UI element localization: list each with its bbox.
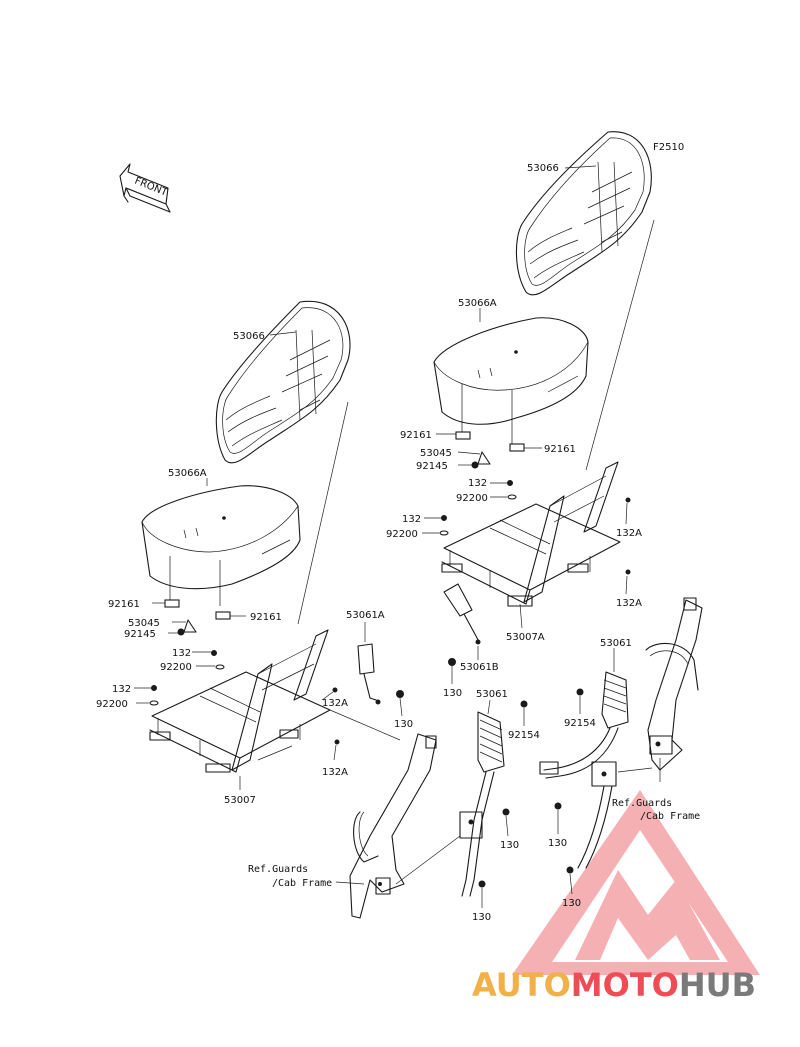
label-right-washer-upper: 92200 — [456, 493, 488, 504]
label-center-bolt-right: 130 — [443, 688, 462, 699]
label-left-ref-guards: Ref.Guards — [248, 864, 308, 875]
label-left-screw-lower: 132A — [322, 767, 348, 778]
watermark-logo — [512, 790, 760, 975]
right-seat-assembly: 53066 53066A 92161 92161 53045 92145 132… — [386, 131, 655, 643]
center-buckles: 53061A 130 53061B 130 — [346, 583, 499, 730]
label-right-belt-nut: 92154 — [564, 718, 596, 729]
label-left-washer-upper: 92200 — [160, 662, 192, 673]
label-right-belt-bolt-low: 130 — [562, 898, 581, 909]
label-left-bracket-right: 92161 — [250, 612, 282, 623]
left-seat-cushion — [141, 485, 301, 606]
label-left-belt-bolt-low: 130 — [472, 912, 491, 923]
watermark-text: AUTOMOTOHUB — [472, 966, 756, 1004]
front-arrow-label: FRONT — [133, 176, 170, 199]
label-right-seat-back: 53066 — [527, 163, 559, 174]
label-right-screw-upper: 132A — [616, 528, 642, 539]
right-seat-cushion — [433, 317, 589, 444]
figure-code: F2510 — [653, 142, 684, 153]
label-right-washer-lower: 92200 — [386, 529, 418, 540]
svg-text:AUTOMOTOHUB: AUTOMOTOHUB — [472, 966, 756, 1004]
right-seat-back — [515, 131, 652, 296]
label-right-ref-cab-frame: /Cab Frame — [640, 811, 700, 822]
label-right-belt-bolt-mid: 130 — [548, 838, 567, 849]
label-right-bolt-upper: 132 — [468, 478, 487, 489]
label-left-seat-back: 53066 — [233, 331, 265, 342]
label-center-buckle-left: 53061A — [346, 610, 385, 621]
label-left-retractor: 53061 — [476, 689, 508, 700]
label-left-bracket-left: 92161 — [108, 599, 140, 610]
label-left-washer-lower: 92200 — [96, 699, 128, 710]
label-left-ref-cab-frame: /Cab Frame — [272, 878, 332, 889]
label-left-frame: 53007 — [224, 795, 256, 806]
label-left-seat-cushion: 53066A — [168, 468, 207, 479]
right-seat-frame — [441, 461, 621, 607]
label-right-screw-lower: 132A — [616, 598, 642, 609]
left-seat-assembly: 53066 53066A 92161 92161 53045 92145 132… — [96, 300, 401, 806]
label-center-buckle-right: 53061B — [460, 662, 499, 673]
front-arrow: FRONT — [119, 163, 171, 213]
label-right-latch: 53045 — [420, 448, 452, 459]
label-right-frame: 53007A — [506, 632, 545, 643]
label-left-latch: 53045 — [128, 618, 160, 629]
label-left-spring: 92145 — [124, 629, 156, 640]
watermark-hub: HUB — [679, 966, 756, 1004]
watermark-auto: AUTO — [472, 966, 571, 1004]
label-left-belt-bolt-mid: 130 — [500, 840, 519, 851]
right-belt-assembly: 53061 92154 130 130 Ref.Guards /Cab Fram… — [539, 597, 703, 909]
label-right-retractor: 53061 — [600, 638, 632, 649]
label-left-screw-upper: 132A — [322, 698, 348, 709]
label-right-spring: 92145 — [416, 461, 448, 472]
left-seat-back — [215, 300, 351, 464]
label-left-bolt-upper: 132 — [172, 648, 191, 659]
label-left-bolt-lower: 132 — [112, 684, 131, 695]
label-right-ref-guards: Ref.Guards — [612, 798, 672, 809]
left-belt-assembly: 53061 92154 130 130 Ref.Guards /Cab Fram… — [248, 689, 540, 923]
label-right-bolt-lower: 132 — [402, 514, 421, 525]
label-center-bolt-left: 130 — [394, 719, 413, 730]
watermark-moto: MOTO — [571, 966, 679, 1004]
label-left-belt-nut: 92154 — [508, 730, 540, 741]
label-right-seat-cushion: 53066A — [458, 298, 497, 309]
label-right-bracket-right: 92161 — [544, 444, 576, 455]
left-seat-frame — [149, 629, 331, 773]
label-right-bracket-left: 92161 — [400, 430, 432, 441]
